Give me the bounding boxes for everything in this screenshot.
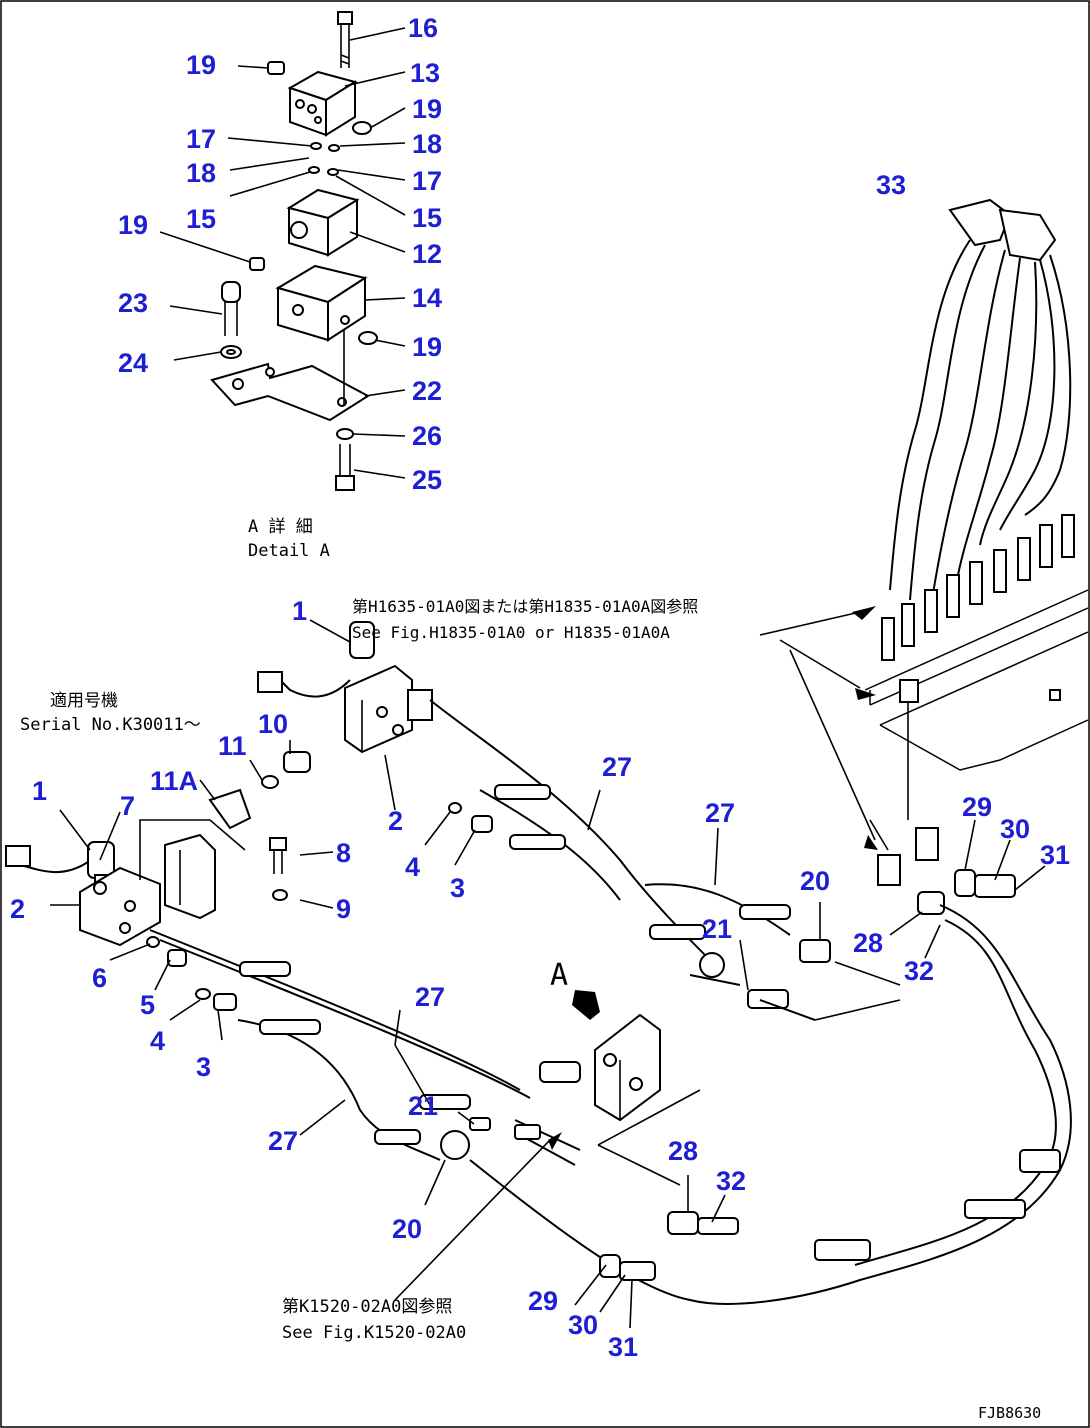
part-label: 21 — [702, 914, 732, 944]
part-label: 28 — [853, 928, 883, 958]
part-label: 12 — [412, 239, 442, 269]
ref-bottom-jp: 第K1520-02A0図参照 — [282, 1297, 452, 1317]
part-label: 29 — [528, 1286, 558, 1316]
part-label: 5 — [140, 990, 155, 1020]
part-label: 31 — [608, 1332, 638, 1362]
notes: A 詳 細 Detail A A 適用号機 Serial No.K30011～ … — [20, 517, 1041, 1422]
ref-bottom-en: See Fig.K1520-02A0 — [282, 1323, 466, 1343]
detail-a-leaders — [159, 27, 406, 479]
part-label: 31 — [1040, 840, 1070, 870]
main-assembly-drawing — [5, 621, 1072, 1305]
part-label: 24 — [118, 348, 148, 378]
detail-a-drawing — [210, 11, 378, 491]
part-label: 4 — [405, 852, 420, 882]
part-label: 27 — [268, 1126, 298, 1156]
harness-33-drawing — [864, 198, 1089, 886]
part-label: 21 — [408, 1091, 438, 1121]
part-label: 27 — [705, 798, 735, 828]
part-label: 14 — [412, 283, 442, 313]
part-label: 32 — [904, 956, 934, 986]
part-label: 33 — [876, 170, 906, 200]
part-label: 1 — [32, 776, 47, 806]
part-label: 6 — [92, 963, 107, 993]
part-label: 10 — [258, 709, 288, 739]
serial-note-en: Serial No.K30011～ — [20, 715, 201, 735]
part-label: 17 — [186, 124, 216, 154]
part-label: 18 — [186, 158, 216, 188]
part-number-labels: 16 19 13 19 17 18 18 17 15 15 19 12 23 1… — [10, 13, 1070, 1362]
part-label: 16 — [408, 13, 438, 43]
ref-top-en: See Fig.H1835-01A0 or H1835-01A0A — [352, 623, 670, 642]
part-label: 19 — [412, 94, 442, 124]
part-label: 11A — [150, 766, 198, 796]
detail-caption-en: Detail A — [248, 541, 330, 561]
part-label: 17 — [412, 166, 442, 196]
part-label: 25 — [412, 465, 442, 495]
part-label: 32 — [716, 1166, 746, 1196]
figure-code: FJB8630 — [978, 1404, 1041, 1422]
part-label: 19 — [118, 210, 148, 240]
part-label: 2 — [10, 894, 25, 924]
part-label: 13 — [410, 58, 440, 88]
part-label: 3 — [196, 1052, 211, 1082]
part-label: 3 — [450, 873, 465, 903]
ref-top-jp: 第H1635-01A0図または第H1835-01A0A図参照 — [352, 597, 698, 616]
view-marker-a: A — [550, 958, 568, 993]
part-label: 20 — [800, 866, 830, 896]
part-label: 30 — [568, 1310, 598, 1340]
detail-caption-jp: A 詳 細 — [248, 517, 313, 537]
part-label: 26 — [412, 421, 442, 451]
part-label: 20 — [392, 1214, 422, 1244]
part-label: 30 — [1000, 814, 1030, 844]
main-leaders — [50, 606, 1046, 1329]
part-label: 19 — [412, 332, 442, 362]
part-label: 18 — [412, 129, 442, 159]
part-label: 2 — [388, 806, 403, 836]
part-label: 29 — [962, 792, 992, 822]
part-label: 27 — [415, 982, 445, 1012]
part-label: 23 — [118, 288, 148, 318]
part-label: 15 — [186, 204, 216, 234]
part-label: 22 — [412, 376, 442, 406]
part-label: 8 — [336, 838, 351, 868]
part-label: 11 — [218, 731, 247, 761]
part-label: 19 — [186, 50, 216, 80]
part-label: 15 — [412, 203, 442, 233]
part-label: 4 — [150, 1026, 165, 1056]
part-label: 7 — [120, 791, 135, 821]
part-label: 27 — [602, 752, 632, 782]
part-label: 28 — [668, 1136, 698, 1166]
part-label: 1 — [292, 596, 307, 626]
serial-note-jp: 適用号機 — [50, 691, 118, 711]
part-label: 9 — [336, 894, 351, 924]
